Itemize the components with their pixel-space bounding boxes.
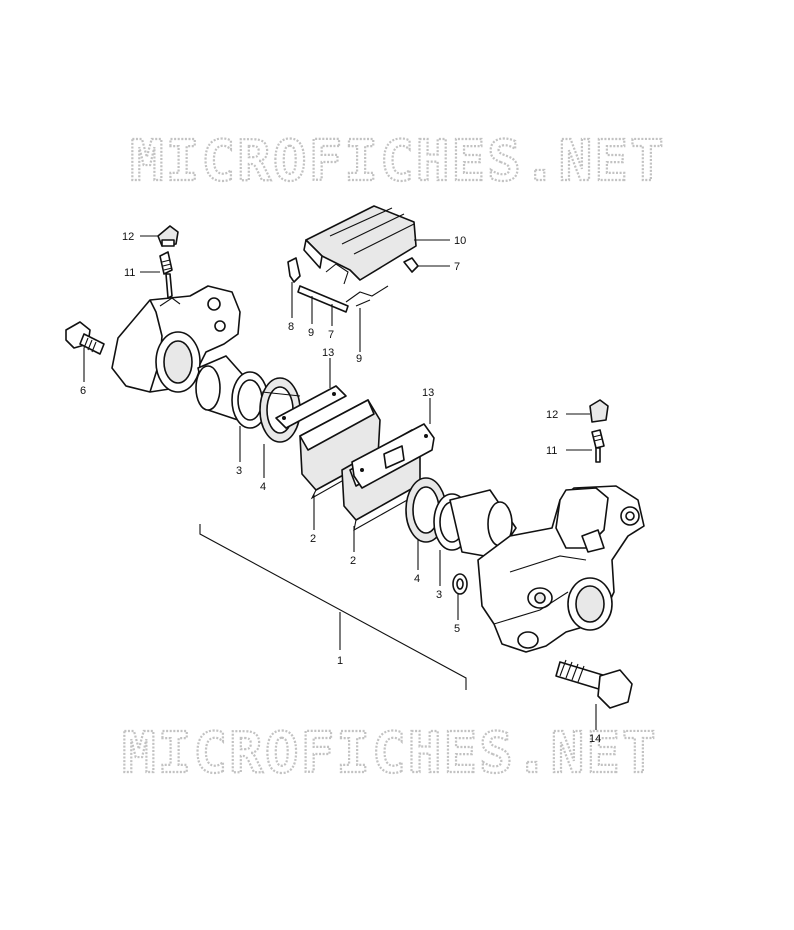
pad-spring-b (345, 285, 389, 307)
callout-8: 8 (288, 321, 294, 333)
cover-screw (403, 257, 419, 273)
callout-3-a: 3 (236, 465, 242, 477)
callout-6: 6 (80, 385, 86, 397)
callout-1: 1 (337, 655, 343, 667)
bleeder-screw-left (159, 251, 173, 299)
pad-shim-right (351, 423, 435, 489)
callout-7-a: 7 (328, 329, 334, 341)
callout-2-b: 2 (350, 555, 356, 567)
watermark-bottom: MICROFICHES.NET (122, 721, 658, 786)
callout-5: 5 (454, 623, 460, 635)
caliper-half-right (477, 485, 645, 653)
pad-shim-left (275, 385, 347, 429)
pad-spring-a (325, 263, 349, 285)
callout-2-a: 2 (310, 533, 316, 545)
callout-7-b: 7 (454, 261, 460, 273)
callout-4-a: 4 (260, 481, 266, 493)
callout-12-left: 12 (122, 231, 134, 243)
watermark-top: MICROFICHES.NET (130, 129, 666, 194)
callout-9-b: 9 (356, 353, 362, 365)
bleeder-screw-right (591, 429, 605, 463)
callout-3-b: 3 (436, 589, 442, 601)
mounting-bolt-left (65, 321, 105, 355)
mounting-bolt-right (555, 659, 633, 709)
pad-pin (297, 285, 349, 313)
callout-10: 10 (454, 235, 466, 247)
bleeder-cap-right (589, 399, 609, 423)
pad-cover (303, 205, 417, 281)
bleeder-cap-left (157, 225, 179, 247)
callout-12-right: 12 (546, 409, 558, 421)
pad-pin-clip (287, 257, 301, 283)
piston-seal-left (231, 371, 269, 429)
callout-13-a: 13 (322, 347, 334, 359)
callout-13-b: 13 (422, 387, 434, 399)
assembly-bracket (199, 524, 467, 690)
callout-11-left: 11 (124, 267, 135, 279)
callout-9-a: 9 (308, 327, 314, 339)
leader-lines (83, 235, 597, 730)
callout-14: 14 (589, 733, 601, 745)
caliper-half-left (111, 285, 241, 393)
callout-4-b: 4 (414, 573, 420, 585)
callout-11-right: 11 (546, 445, 557, 457)
callouts: 12 11 6 8 9 7 9 10 7 13 13 3 4 2 2 12 11… (80, 231, 601, 745)
o-ring (452, 573, 468, 595)
